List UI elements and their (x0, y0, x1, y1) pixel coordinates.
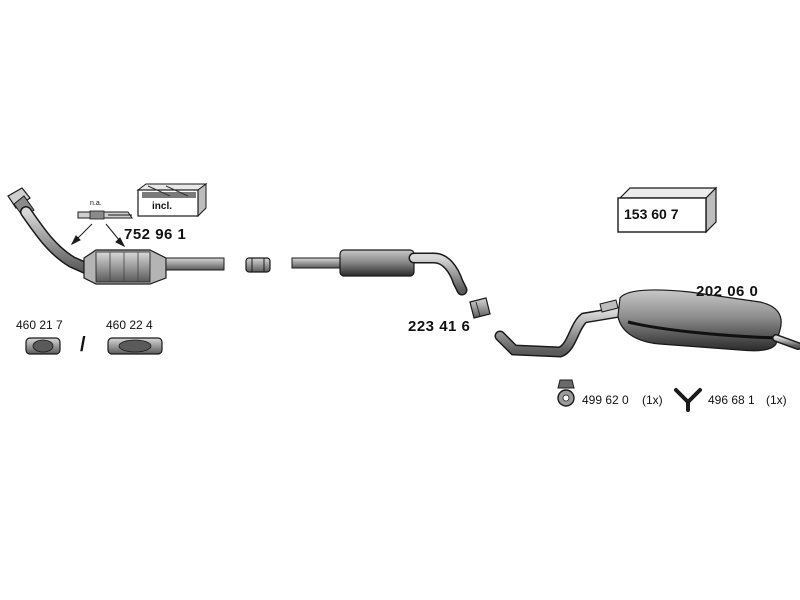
front-silencer[interactable] (291, 249, 468, 296)
quantity-hanger: (1x) (766, 393, 787, 407)
rear-pipe[interactable] (494, 306, 626, 358)
not-available-label: n.a. (90, 200, 102, 207)
flex-pipe-b[interactable] (107, 337, 163, 355)
separator-slash: / (80, 334, 87, 356)
pointer-arrows (70, 223, 126, 248)
part-number-catalytic-converter: 752 96 1 (124, 226, 187, 243)
included-label: incl. (152, 201, 173, 212)
part-number-flex-pipe-b: 460 22 4 (106, 318, 153, 332)
part-number-hanger: 496 68 1 (708, 393, 755, 407)
quantity-rubber-mount: (1x) (642, 393, 663, 407)
clamp-middle[interactable] (245, 257, 271, 273)
catalytic-converter[interactable] (83, 249, 225, 285)
part-number-flex-pipe-a: 460 21 7 (16, 318, 63, 332)
rubber-mount-icon[interactable] (557, 379, 575, 407)
part-number-box: 153 60 7 (624, 206, 679, 222)
front-downpipe[interactable] (7, 187, 96, 276)
connector-pipe[interactable] (469, 297, 491, 319)
part-number-connector-pipe: 223 41 6 (408, 318, 471, 335)
part-number-rear-silencer: 202 06 0 (696, 283, 759, 300)
included-kit-box (136, 183, 208, 218)
rear-silencer[interactable] (599, 289, 800, 352)
part-number-rubber-mount: 499 62 0 (582, 393, 629, 407)
hanger-icon[interactable] (674, 388, 702, 412)
lambda-sensor[interactable] (77, 210, 133, 220)
flex-pipe-a[interactable] (25, 337, 61, 355)
part-box (617, 186, 718, 234)
